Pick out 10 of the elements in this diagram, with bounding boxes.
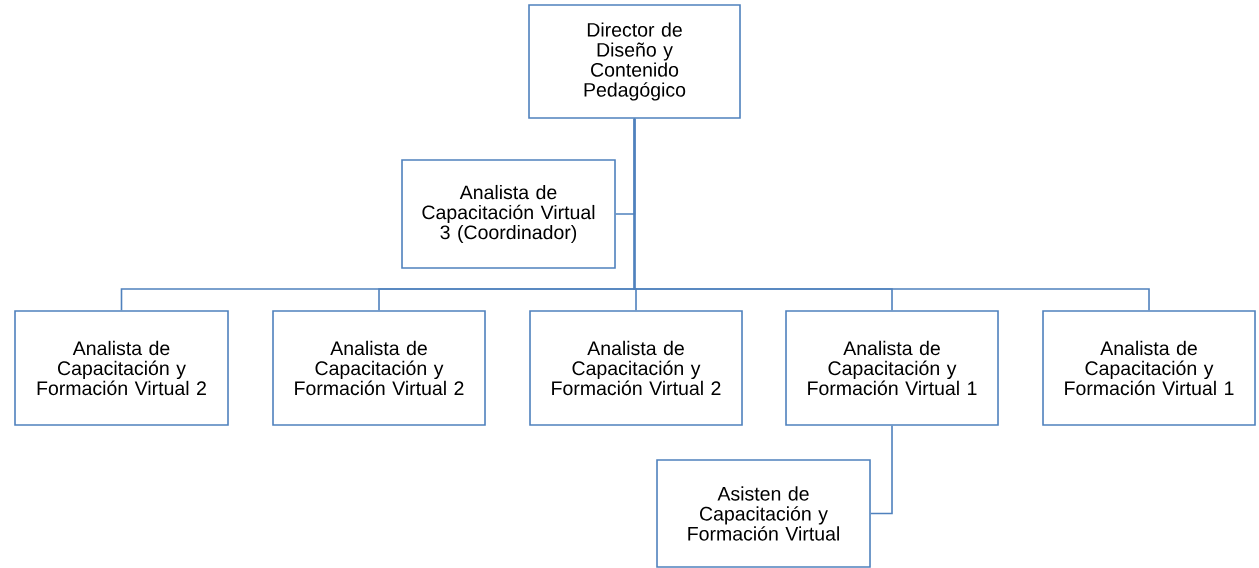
connector-line — [633, 118, 1150, 311]
org-box: Analista de Capacitación Virtual 3 (Coordinador) — [401, 159, 616, 269]
org-box: Director de Diseño y Contenido Pedagógico — [528, 4, 741, 119]
org-box: Analista de Capacitación y Formación Virtual 2 — [14, 310, 229, 426]
org-box: Analista de Capacitación y Formación Virtual 1 — [1042, 310, 1256, 426]
org-box: Analista de Capacitación y Formación Virtual 2 — [272, 310, 486, 426]
org-box: Analista de Capacitación y Formación Virtual 1 — [785, 310, 999, 426]
org-box: Analista de Capacitación y Formación Virtual 2 — [529, 310, 743, 426]
connector-line — [870, 425, 893, 515]
org-box: Asisten de Capacitación y Formación Virtual — [656, 459, 871, 568]
